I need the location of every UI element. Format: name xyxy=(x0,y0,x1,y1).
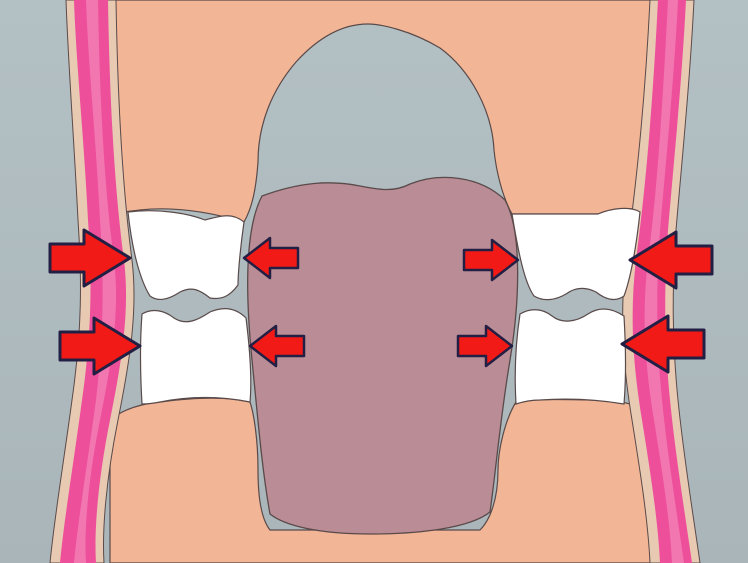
right-lower-tooth xyxy=(515,309,625,404)
left-upper-tooth xyxy=(128,211,244,300)
left-lower-tooth xyxy=(141,309,251,404)
right-upper-tooth xyxy=(512,208,640,299)
